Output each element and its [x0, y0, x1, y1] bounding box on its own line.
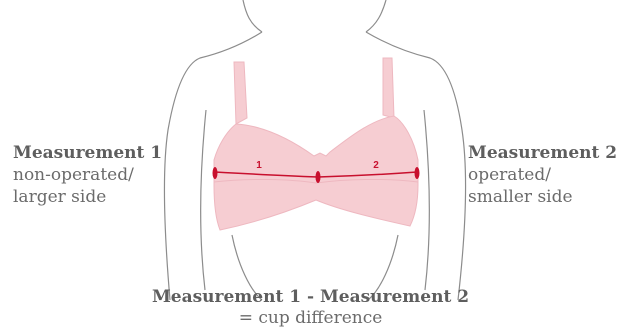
- right-end-marker: [415, 167, 420, 179]
- measurement-2-marker: 2: [373, 160, 379, 171]
- body-outline: [164, 0, 465, 300]
- measurement-2-title: Measurement 2: [468, 142, 617, 164]
- left-end-marker: [213, 167, 218, 179]
- measurement-2-label: Measurement 2 operated/ smaller side: [468, 142, 617, 208]
- center-marker: [316, 171, 321, 183]
- measurement-1-title: Measurement 1: [13, 142, 162, 164]
- measurement-2-desc-line1: operated/: [468, 164, 617, 186]
- measurement-1-desc-line1: non-operated/: [13, 164, 162, 186]
- formula-result: = cup difference: [0, 308, 621, 328]
- cup-difference-formula: Measurement 1 - Measurement 2 = cup diff…: [0, 286, 621, 328]
- measurement-1-label: Measurement 1 non-operated/ larger side: [13, 142, 162, 208]
- formula-text: Measurement 1 - Measurement 2: [0, 286, 621, 308]
- measurement-1-desc-line2: larger side: [13, 186, 162, 208]
- measurement-1-marker: 1: [256, 160, 262, 171]
- bra-straps: [234, 58, 394, 124]
- measurement-2-desc-line2: smaller side: [468, 186, 617, 208]
